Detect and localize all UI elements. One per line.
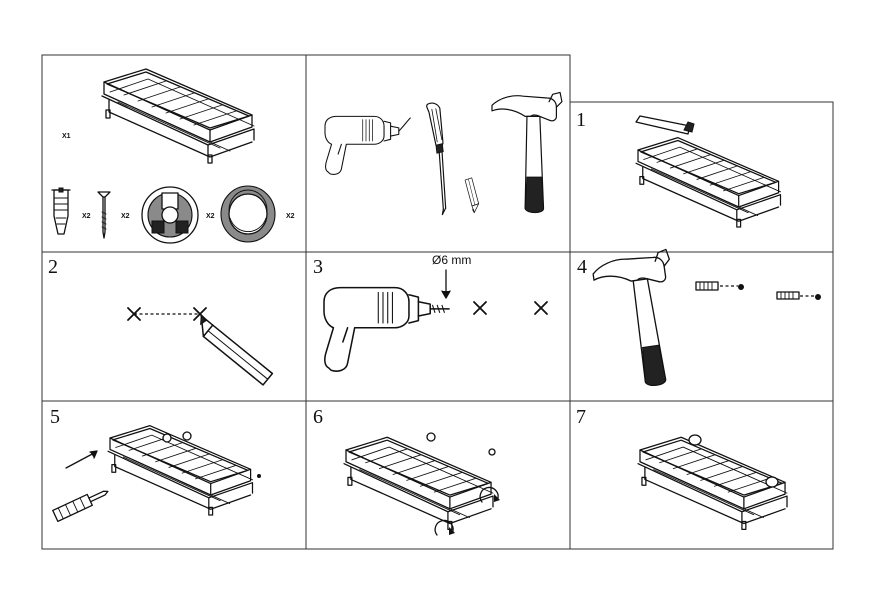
arrow-icon (65, 451, 97, 469)
bracket-quantity: X2 (206, 213, 215, 220)
hole-dot (257, 474, 261, 478)
step-5-number: 5 (50, 406, 60, 428)
mounting-bracket-icon (141, 186, 199, 244)
pencil-icon (455, 175, 487, 214)
hammer-icon (590, 248, 688, 393)
screw-quantity: X2 (121, 213, 130, 220)
rack-icon (637, 436, 788, 531)
step-6-number: 6 (313, 406, 323, 428)
rack-icon (101, 68, 255, 164)
drill-icon (324, 115, 411, 175)
wall-anchor-icon (695, 281, 719, 291)
step-6-panel: 6 (313, 406, 500, 536)
end-cap-icon (220, 185, 276, 243)
screwdriver-icon (52, 490, 109, 523)
step-7-panel: 7 (576, 406, 788, 531)
wall-anchor-icon (776, 291, 800, 300)
parts-panel: X1 X2 X2 X2 X2 (51, 68, 295, 244)
panel-grid (41, 54, 834, 550)
drill-icon (323, 286, 450, 372)
cap-quantity: X2 (286, 213, 295, 220)
step-7-number: 7 (576, 406, 586, 428)
step-3-number: 3 (313, 256, 323, 278)
end-cap-icon (688, 434, 702, 446)
rack-quantity: X1 (62, 133, 71, 140)
step-2-panel: 2 (48, 256, 274, 386)
rotate-arrow-icon (434, 519, 455, 536)
end-cap-icon (765, 476, 779, 488)
step-1-panel: 1 (576, 109, 782, 228)
step-3-panel: 3 Ø6 mm (313, 253, 548, 372)
bracket-dot (162, 433, 172, 443)
tools-panel (324, 91, 563, 216)
screw-icon (97, 191, 111, 239)
anchor-quantity: X2 (82, 213, 91, 220)
rack-icon (107, 425, 254, 516)
step-4-panel: 4 (577, 248, 821, 393)
bracket-dot (182, 431, 192, 441)
rotate-arrow-icon (479, 486, 500, 503)
pencil-icon (200, 314, 274, 386)
hammer-icon (491, 91, 563, 214)
step-1-number: 1 (576, 109, 586, 131)
cross-mark-icon (473, 301, 487, 315)
wall-anchor-icon (51, 187, 71, 235)
screwdriver-icon (392, 100, 479, 216)
drill-size-label: Ø6 mm (432, 253, 471, 267)
cross-mark-icon (534, 301, 548, 315)
bracket-dot (426, 432, 436, 442)
bracket-dot (488, 448, 496, 456)
cross-mark-icon (127, 307, 141, 321)
hole-dot (815, 294, 821, 300)
step-2-number: 2 (48, 256, 58, 278)
rack-icon (343, 436, 494, 531)
step-4-number: 4 (577, 256, 587, 278)
step-5-panel: 5 (50, 406, 261, 523)
rack-icon (635, 137, 782, 228)
strip-icon (635, 115, 695, 135)
hole-dot (738, 284, 744, 290)
